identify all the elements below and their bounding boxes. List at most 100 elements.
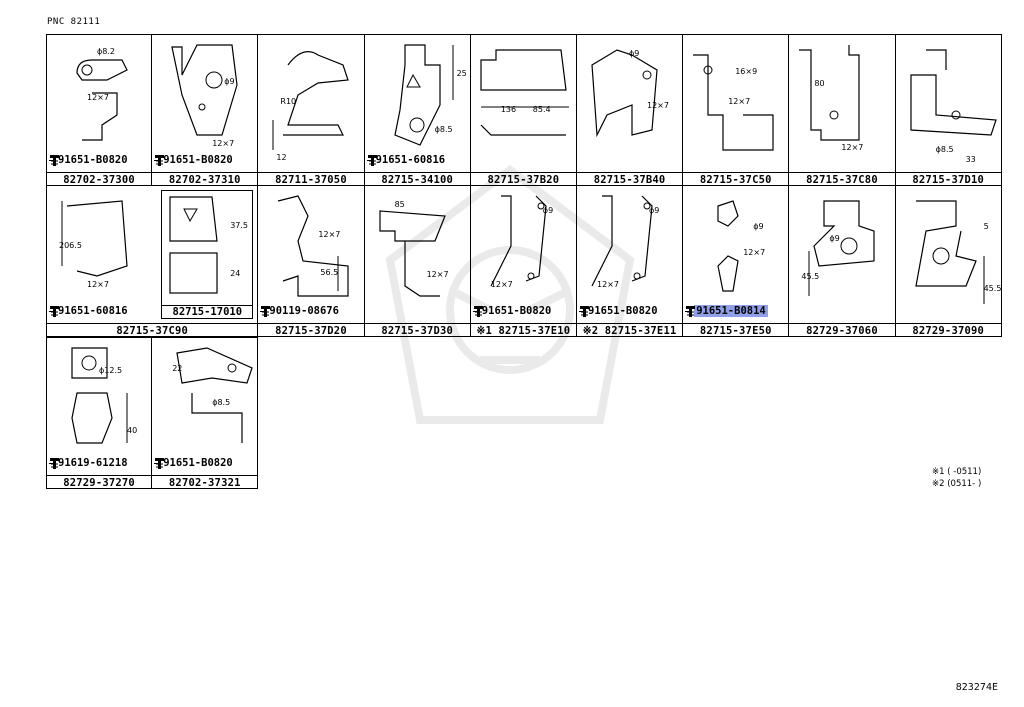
part-number[interactable]: 82715-37E50	[683, 323, 789, 338]
part-drawing	[480, 49, 569, 136]
dimension-label: 16×9	[735, 67, 758, 76]
part-number[interactable]: 82715-37C90	[47, 323, 258, 338]
dimension-label: 12×7	[87, 93, 109, 102]
part-number[interactable]: ※2 82715-37E11	[577, 323, 683, 338]
dimension-label: 12×7	[728, 97, 751, 106]
bolt-part-number[interactable]: 91651-B0820	[472, 305, 551, 317]
part-cell: ϕ12.5 40 91619-61218 82729-37270	[46, 337, 153, 490]
part-drawing	[171, 44, 238, 136]
note-2: ※2 (0511- )	[932, 479, 982, 489]
pnc-label: PNC 82111	[47, 17, 101, 27]
bolt-part-number[interactable]: 91651-B0820	[154, 154, 233, 166]
bolt-part-number[interactable]: 90119-08676	[260, 305, 339, 317]
dimension-label: 206.5	[59, 241, 82, 250]
dimension-label: 85.4	[532, 105, 551, 114]
dimension-label: 12×7	[87, 280, 109, 289]
part-number[interactable]: ※1 82715-37E10	[470, 323, 576, 338]
part-number[interactable]: 82715-37D30	[364, 323, 470, 338]
dimension-label: 37.5	[230, 221, 248, 230]
part-drawing	[591, 49, 658, 138]
part-drawing	[176, 347, 253, 443]
note-1: ※1 ( -0511)	[932, 467, 982, 477]
bolt-part-number[interactable]: 91619-61218	[49, 457, 128, 469]
part-drawing	[591, 195, 653, 287]
part-cell: 16×9 12×7 82715-37C50	[683, 34, 790, 187]
bolt-part-number[interactable]: 91651-60816	[366, 154, 445, 166]
part-number[interactable]: 82729-37090	[895, 323, 1001, 338]
part-cell: 80 12×7 82715-37C80	[789, 34, 896, 187]
dimension-label: 45.5	[983, 284, 1002, 293]
part-cell: 22 ϕ8.5 91651-B0820 82702-37321	[152, 337, 259, 490]
part-drawing	[693, 54, 774, 151]
part-drawing	[393, 44, 454, 146]
part-number[interactable]: 82702-37310	[152, 172, 258, 187]
dimension-label: 45.5	[801, 272, 820, 281]
part-drawing	[914, 200, 985, 304]
bolt-part-number[interactable]: 91651-60816	[49, 305, 128, 317]
part-drawing	[799, 45, 860, 141]
part-number[interactable]: 82715-37D20	[258, 323, 364, 338]
dimension-label: 12×7	[318, 230, 341, 239]
part-drawing	[61, 200, 128, 277]
dimension-label: ϕ9	[629, 49, 640, 58]
part-number[interactable]: 82702-37321	[152, 475, 258, 490]
part-cell: ϕ9 12×7 82715-37B40	[577, 34, 684, 187]
dimension-label: 22	[172, 364, 183, 373]
part-cell: 85 12×7 82715-37D30	[364, 185, 471, 338]
dimension-label: ϕ8.5	[935, 145, 954, 154]
part-drawing	[378, 210, 446, 297]
part-drawing	[71, 347, 128, 444]
date-notes: ※1 ( -0511) ※2 (0511- )	[932, 466, 981, 490]
sub-part-number[interactable]: 82715-17010	[162, 305, 253, 318]
dimension-label: 12	[276, 153, 287, 162]
part-drawing	[278, 195, 349, 297]
part-drawing	[76, 59, 128, 141]
part-number[interactable]: 82711-37050	[258, 172, 364, 187]
part-drawing	[717, 200, 739, 292]
part-cell: 136 85.4 82715-37B20	[470, 34, 577, 187]
part-number[interactable]: 82702-37300	[47, 172, 152, 187]
dimension-label: 12×7	[647, 101, 669, 110]
sub-part-box: 37.5 24 82715-17010	[161, 190, 254, 319]
dimension-label: ϕ9	[649, 206, 660, 215]
part-number[interactable]: 82729-37270	[47, 475, 152, 490]
dimension-label: ϕ8.2	[97, 47, 115, 56]
dimension-label: ϕ12.5	[99, 366, 123, 375]
dimension-label: 12×7	[841, 143, 864, 152]
bolt-part-number[interactable]: 91651-B0814	[685, 305, 768, 317]
dimension-label: 33	[965, 155, 976, 164]
part-drawing	[909, 49, 997, 136]
part-number[interactable]: 82715-37C80	[789, 172, 895, 187]
dimension-label: ϕ9	[753, 222, 764, 231]
part-number[interactable]: 82715-37B20	[470, 172, 576, 187]
part-number[interactable]: 82715-37B40	[577, 172, 683, 187]
dimension-label: ϕ9	[542, 206, 554, 215]
part-number[interactable]: 82715-37C50	[683, 172, 789, 187]
bolt-part-number[interactable]: 91651-B0820	[579, 305, 658, 317]
part-cell: ϕ8.2 12×7 91651-B0820 82702-37300	[46, 34, 153, 187]
dimension-label: 136	[500, 105, 517, 114]
part-cell: ϕ9 12×7 91651-B0820 ※1 82715-37E10	[470, 185, 577, 338]
bolt-part-number[interactable]: 91651-B0820	[49, 154, 128, 166]
dimension-label: 80	[814, 79, 825, 88]
part-cell: 206.5 12×7 37.5 24 82715-17010 91651-60816 827…	[46, 185, 259, 338]
part-number[interactable]: 82715-34100	[364, 172, 470, 187]
dimension-label: 85	[394, 200, 405, 209]
illustration-code: 823274E	[955, 682, 998, 693]
part-number[interactable]: 82729-37060	[789, 323, 895, 338]
dimension-label: 25	[456, 69, 467, 78]
dimension-label: 40	[127, 426, 138, 435]
dimension-label: ϕ8.5	[212, 398, 231, 407]
dimension-label: 12×7	[490, 280, 513, 289]
bolt-part-number[interactable]: 91651-B0820	[154, 457, 233, 469]
part-number[interactable]: 82715-37D10	[895, 172, 1001, 187]
dimension-label: ϕ8.5	[434, 125, 453, 134]
dimension-label: 24	[230, 269, 241, 278]
dimension-label: 12×7	[426, 270, 449, 279]
dimension-label: 12×7	[212, 139, 235, 148]
